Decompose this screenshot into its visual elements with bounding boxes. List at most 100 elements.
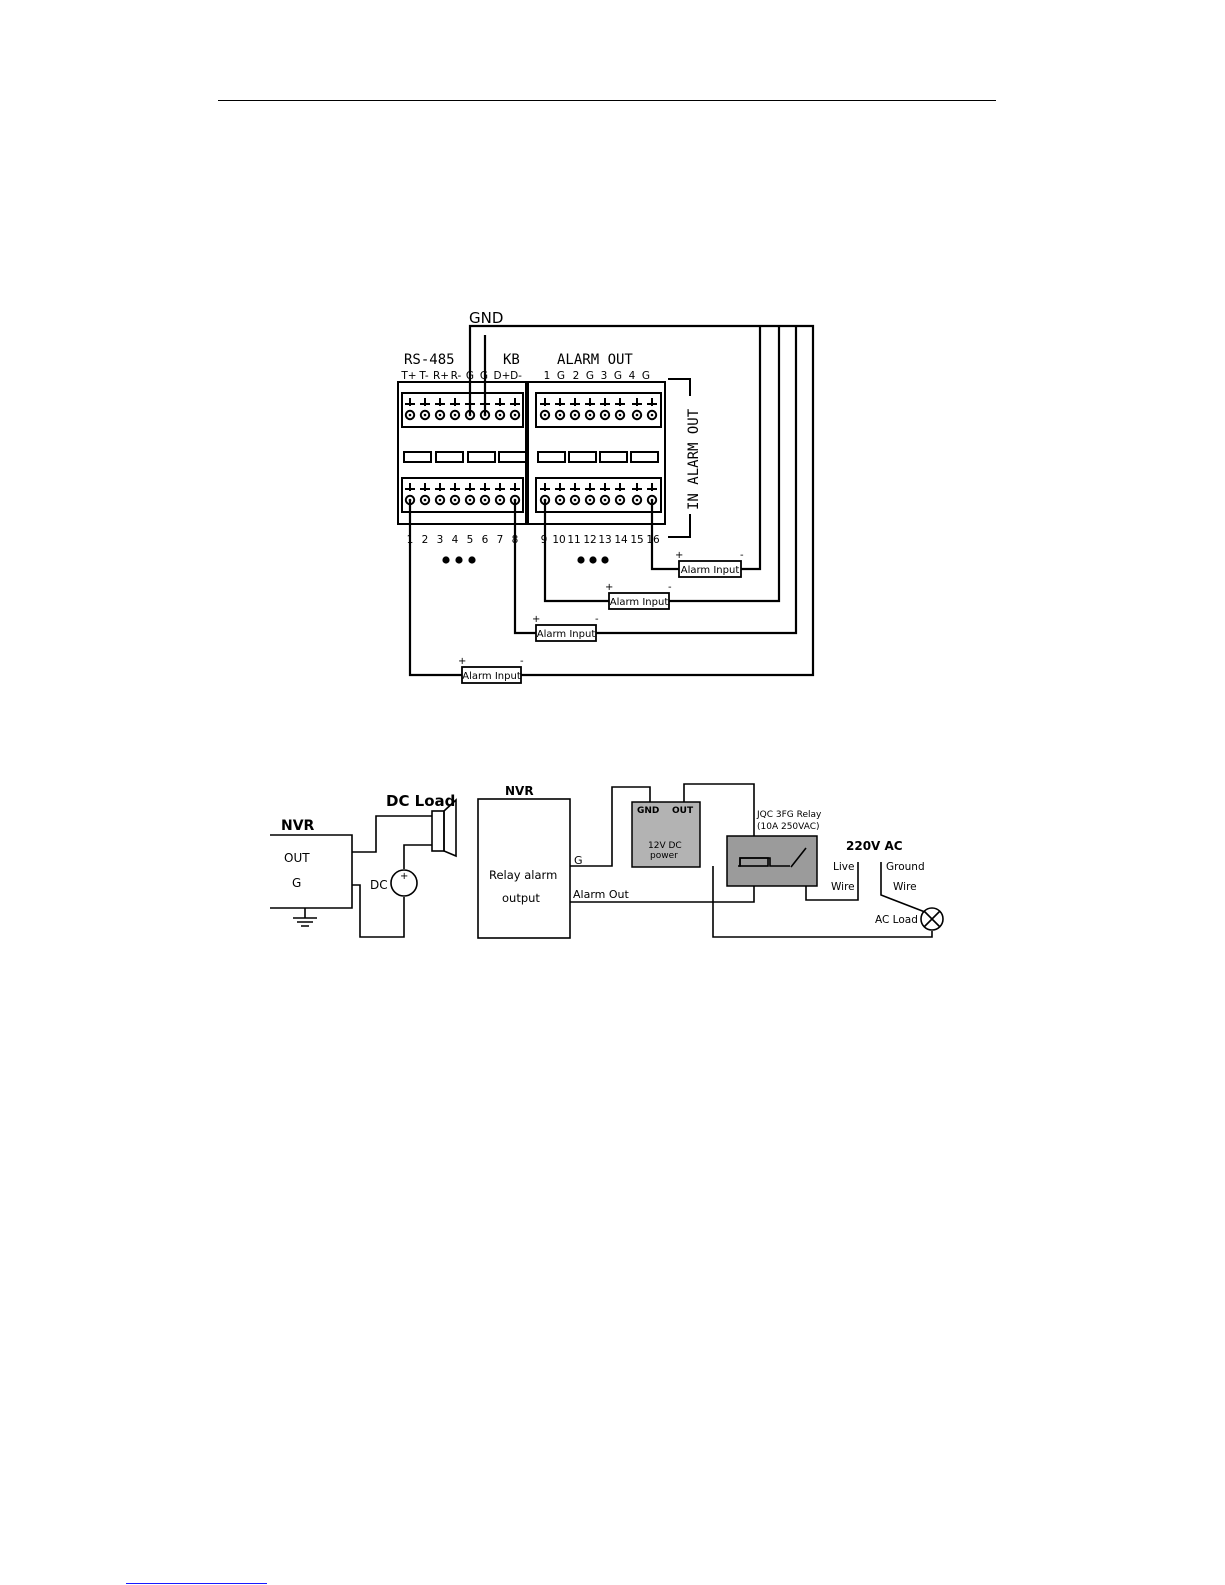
relay-switch-icon [776, 847, 807, 868]
speaker-icon [431, 810, 445, 852]
top-pin-label: G [466, 370, 474, 382]
bottom-screw-terminal [434, 494, 446, 506]
wire [513, 500, 536, 635]
out-wire [352, 815, 432, 853]
ellipsis-dot [589, 556, 597, 564]
ellipsis-dot [601, 556, 609, 564]
g-label: G [292, 876, 301, 890]
nvr-left-label: NVR [281, 818, 315, 834]
top-screw-terminal [494, 409, 506, 421]
alarm-input: Alarm Input+- [675, 550, 744, 578]
ground-label: Ground [886, 861, 925, 873]
relay-box [726, 835, 818, 887]
bottom-screw-terminal [614, 494, 626, 506]
terminal-slot [599, 451, 628, 463]
bottom-screw-terminal [419, 494, 431, 506]
top-pin-label: G [642, 370, 650, 382]
bottom-pin-label: 14 [614, 534, 628, 546]
bottom-pin-label: 16 [646, 534, 660, 546]
terminal-slot [568, 451, 597, 463]
alarm-input-label: Alarm Input [610, 597, 669, 608]
terminal-slot [403, 451, 432, 463]
wire [468, 324, 815, 677]
alarm-inputs: Alarm Input+-Alarm Input+-Alarm Input+-A… [458, 550, 744, 684]
bottom-screw-terminal [646, 494, 658, 506]
ellipsis-dot [468, 556, 476, 564]
g-wire-label: G [574, 854, 583, 867]
terminal-slot [537, 451, 566, 463]
top-pin-label: R- [451, 370, 462, 382]
out-label: OUT [284, 851, 310, 865]
bottom-screw-terminal [509, 494, 521, 506]
top-screw-terminal [479, 409, 491, 421]
bottom-pin-label: 6 [482, 534, 489, 546]
nvr-mid-label: NVR [505, 784, 534, 798]
relay-rating: (10A 250VAC) [757, 822, 820, 832]
terminal-slot [630, 451, 659, 463]
bottom-screw-terminal [584, 494, 596, 506]
side-label: IN ALARM OUT [686, 408, 702, 510]
minus-sign: - [520, 656, 524, 667]
dc-source-icon [390, 869, 418, 897]
bottom-pin-label: 2 [422, 534, 429, 546]
minus-sign: - [740, 550, 744, 561]
live-label: Live [833, 861, 854, 873]
bottom-connector-right [535, 477, 662, 513]
bottom-screw-terminal [404, 494, 416, 506]
top-connector-left [401, 392, 524, 428]
ellipsis-dot [442, 556, 450, 564]
top-screw-terminal [584, 409, 596, 421]
top-pin-label: D+ [494, 370, 511, 382]
g-to-psu-wire [570, 786, 651, 867]
top-pin-label: 1 [544, 370, 551, 382]
dc-wire [403, 844, 432, 869]
minus-sign: - [668, 582, 672, 593]
wire [408, 500, 462, 677]
psu-out-label: OUT [672, 806, 694, 816]
bottom-pin-label: 13 [598, 534, 611, 546]
bottom-screw-terminal [464, 494, 476, 506]
ellipsis-dot [577, 556, 585, 564]
bottom-pin-label: 10 [552, 534, 565, 546]
bottom-screw-terminal [631, 494, 643, 506]
top-screw-terminal [434, 409, 446, 421]
psu-line2: power [650, 851, 678, 861]
top-screw-terminal [631, 409, 643, 421]
top-connector-right [535, 392, 662, 428]
footer-rule [126, 1583, 267, 1584]
bottom-screw-terminal [599, 494, 611, 506]
wire [596, 326, 798, 635]
psu-out-wire [683, 783, 755, 836]
psu-gnd-label: GND [637, 806, 659, 816]
top-pin-label: R+ [433, 370, 449, 382]
nvr-mid-box [477, 798, 571, 939]
top-screw-terminal [404, 409, 416, 421]
top-pin-label: 3 [601, 370, 608, 382]
bottom-connector-left [401, 477, 524, 513]
top-screw-terminal [449, 409, 461, 421]
top-screw-terminal [614, 409, 626, 421]
relay-name: JQC 3FG Relay [756, 810, 822, 820]
plus-sign: + [675, 550, 683, 561]
terminal-slot [498, 451, 527, 463]
minus-sign: - [595, 614, 599, 625]
top-screw-terminal [464, 409, 476, 421]
bottom-screw-terminal [569, 494, 581, 506]
bottom-pin-label: 1 [407, 534, 414, 546]
plus-sign: + [605, 582, 613, 593]
wire [741, 326, 762, 571]
terminal-slot [435, 451, 464, 463]
bottom-pin-label: 7 [497, 534, 504, 546]
top-screw-terminal [646, 409, 658, 421]
load-return-wire [712, 866, 933, 938]
ac-load-label: AC Load [875, 914, 918, 926]
dc-label: DC [370, 878, 388, 892]
plus-sign: + [458, 656, 466, 667]
wire [669, 326, 781, 603]
dc-load-label: DC Load [386, 792, 455, 810]
bottom-pin-label: 11 [567, 534, 580, 546]
g-wire [352, 884, 405, 938]
kb-label: KB [503, 352, 520, 368]
wire1-label: Wire [831, 881, 855, 893]
